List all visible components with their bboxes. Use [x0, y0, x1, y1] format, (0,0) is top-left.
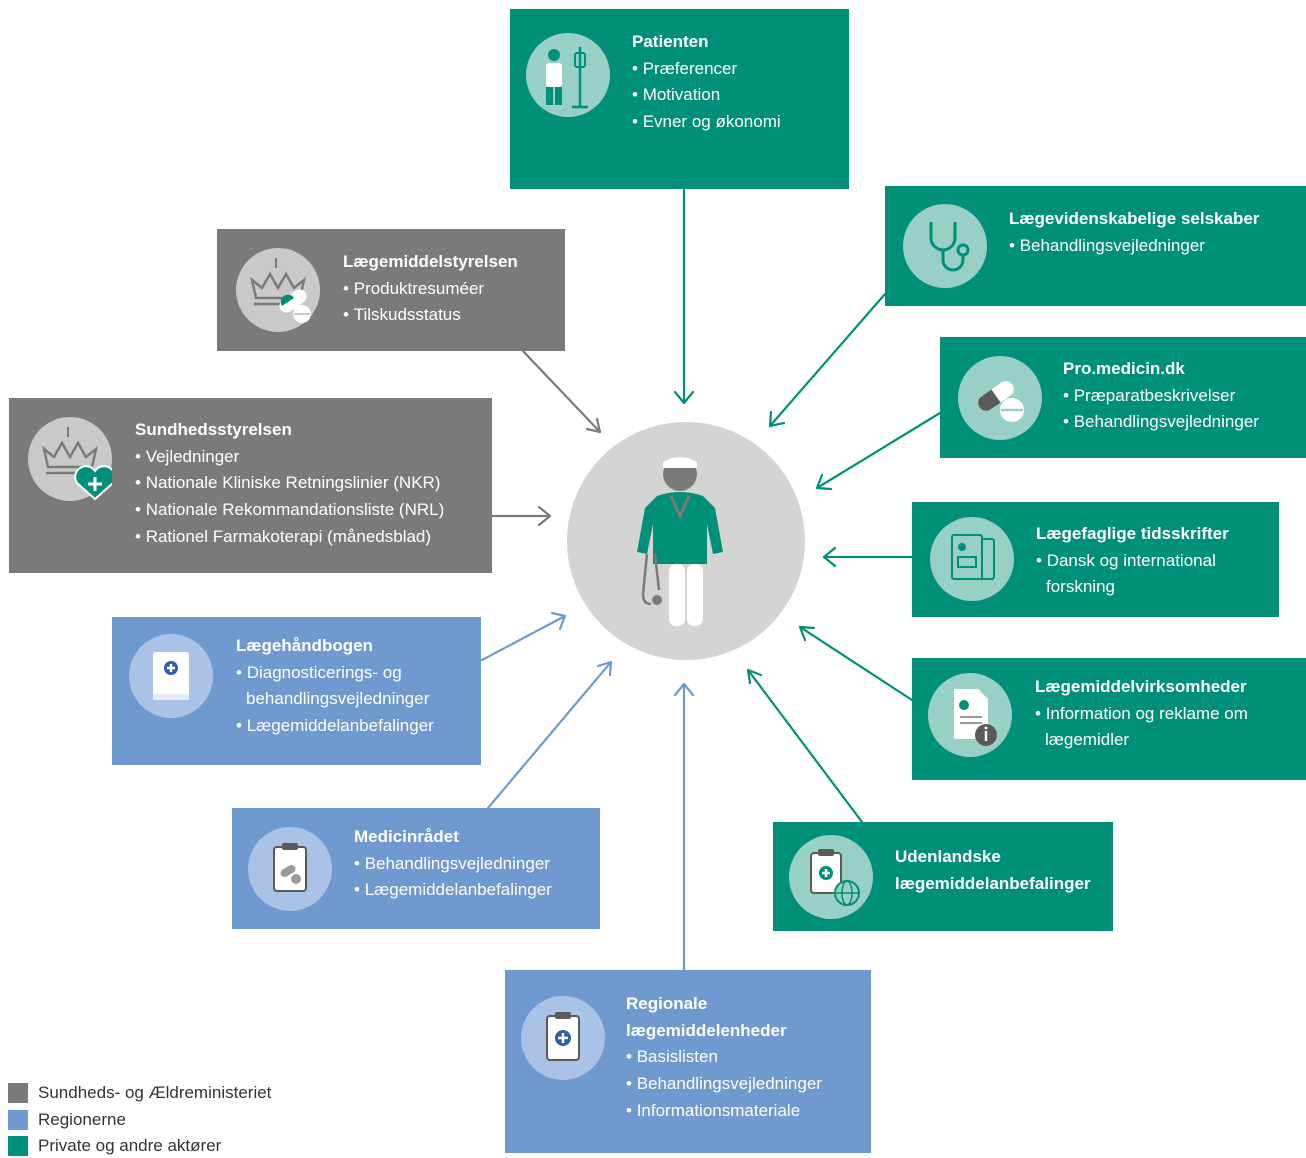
- book-cross-icon: [129, 634, 213, 718]
- legend-swatch: [8, 1136, 28, 1156]
- node-item: Præparatbeskrivelser: [1063, 383, 1259, 410]
- arrow-virksomheder: [798, 625, 914, 702]
- node-title: Lægemiddelvirksomheder: [1035, 677, 1247, 696]
- node-item: Lægemiddelanbefalinger: [236, 713, 434, 740]
- node-laegemiddelvirksomheder: Lægemiddelvirksomheder Information og re…: [912, 658, 1306, 780]
- node-promedicin: Pro.medicin.dk Præparatbeskrivelser Beha…: [940, 337, 1306, 458]
- node-item-continued: forskning: [1046, 577, 1115, 597]
- node-patienten: Patienten Præferencer Motivation Evner o…: [510, 9, 849, 189]
- node-title: Pro.medicin.dk: [1063, 359, 1185, 378]
- node-title: Sundhedsstyrelsen: [135, 420, 292, 439]
- node-title: lægemiddelenheder: [626, 1020, 787, 1040]
- node-selskaber: Lægevidenskabelige selskaber Behandlings…: [885, 186, 1306, 306]
- node-item: Diagnosticerings- og: [236, 660, 434, 687]
- node-item: Nationale Kliniske Retningslinier (NKR): [135, 470, 444, 497]
- node-title: Regionale: [626, 994, 708, 1013]
- arrow-laegehaandbogen: [480, 611, 567, 662]
- node-title: Lægefaglige tidsskrifter: [1036, 524, 1229, 543]
- node-tidsskrifter: Lægefaglige tidsskrifter Dansk og intern…: [912, 502, 1279, 617]
- node-item: Produktresuméer: [343, 276, 518, 303]
- arrow-regionale: [673, 682, 695, 972]
- document-info-icon: [928, 673, 1012, 757]
- node-regionale: Regionale lægemiddelenheder Basislisten …: [505, 970, 871, 1153]
- node-item: Motivation: [632, 82, 781, 109]
- patient-iv-icon: [526, 33, 610, 117]
- doctor-icon: [637, 457, 723, 626]
- node-title: Lægehåndbogen: [236, 636, 373, 655]
- crown-pill-icon: [236, 248, 320, 332]
- capsule-pill-icon: [958, 356, 1042, 440]
- node-laegehaandbogen: Lægehåndbogen Diagnosticerings- og behan…: [112, 617, 481, 765]
- doctor-circle: [567, 422, 805, 660]
- node-item: Rationel Farmakoterapi (månedsblad): [135, 524, 444, 551]
- arrow-patienten: [673, 188, 695, 405]
- node-title: Udenlandske: [895, 847, 1001, 866]
- node-laegemiddelstyrelsen: Lægemiddelstyrelsen Produktresuméer Tils…: [217, 229, 565, 351]
- arrow-sundhedsstyrelsen: [490, 505, 552, 527]
- node-item: Præferencer: [632, 56, 781, 83]
- legend-swatch: [8, 1110, 28, 1130]
- node-item: Behandlingsvejledninger: [1063, 409, 1259, 436]
- node-item-continued: lægemidler: [1045, 730, 1130, 750]
- node-item: Lægemiddelanbefalinger: [354, 877, 552, 904]
- legend-swatch: [8, 1083, 28, 1103]
- node-sundhedsstyrelsen: Sundhedsstyrelsen Vejledninger Nationale…: [9, 398, 492, 573]
- arrow-selskaber: [768, 292, 887, 428]
- arrow-medicinraadet: [486, 660, 613, 810]
- crown-heart-icon: [28, 417, 112, 501]
- stethoscope-icon: [903, 204, 987, 288]
- node-udenlandske: Udenlandske lægemiddelanbefalinger: [773, 822, 1113, 931]
- legend-label: Sundheds- og Ældreministeriet: [38, 1083, 272, 1102]
- legend-label: Private og andre aktører: [38, 1136, 222, 1155]
- node-item: Behandlingsvejledninger: [354, 851, 552, 878]
- node-title: Medicinrådet: [354, 827, 459, 846]
- node-item-continued: behandlingsvejledninger: [246, 689, 430, 709]
- node-title: Lægevidenskabelige selskaber: [1009, 209, 1260, 228]
- journals-icon: [930, 517, 1014, 601]
- node-medicinraadet: Medicinrådet Behandlingsvejledninger Læg…: [232, 808, 600, 929]
- node-item: Evner og økonomi: [632, 109, 781, 136]
- node-item: Behandlingsvejledninger: [1009, 233, 1259, 260]
- node-item: Nationale Rekommandationsliste (NRL): [135, 497, 445, 524]
- node-item: Information og reklame om: [1035, 701, 1248, 728]
- arrow-tidsskrifter: [822, 546, 914, 568]
- clipboard-cross-icon: [521, 996, 605, 1080]
- node-item: Tilskudsstatus: [343, 302, 518, 329]
- clipboard-pill-icon: [248, 827, 332, 911]
- arrow-udenlandske: [746, 668, 864, 824]
- node-title: Lægemiddelstyrelsen: [343, 252, 518, 271]
- node-item: Basislisten: [626, 1044, 822, 1071]
- arrow-promedicin: [815, 411, 942, 491]
- node-item: Behandlingsvejledninger: [626, 1071, 822, 1098]
- node-item: Dansk og international: [1036, 548, 1229, 575]
- node-item: Informationsmateriale: [626, 1098, 822, 1125]
- arrow-laegemiddelstyrelsen: [520, 348, 602, 434]
- clipboard-globe-icon: [789, 835, 873, 919]
- node-item: Vejledninger: [135, 444, 444, 471]
- legend-label: Regionerne: [38, 1110, 126, 1129]
- node-title: lægemiddelanbefalinger: [895, 873, 1091, 893]
- node-title: Patienten: [632, 32, 709, 51]
